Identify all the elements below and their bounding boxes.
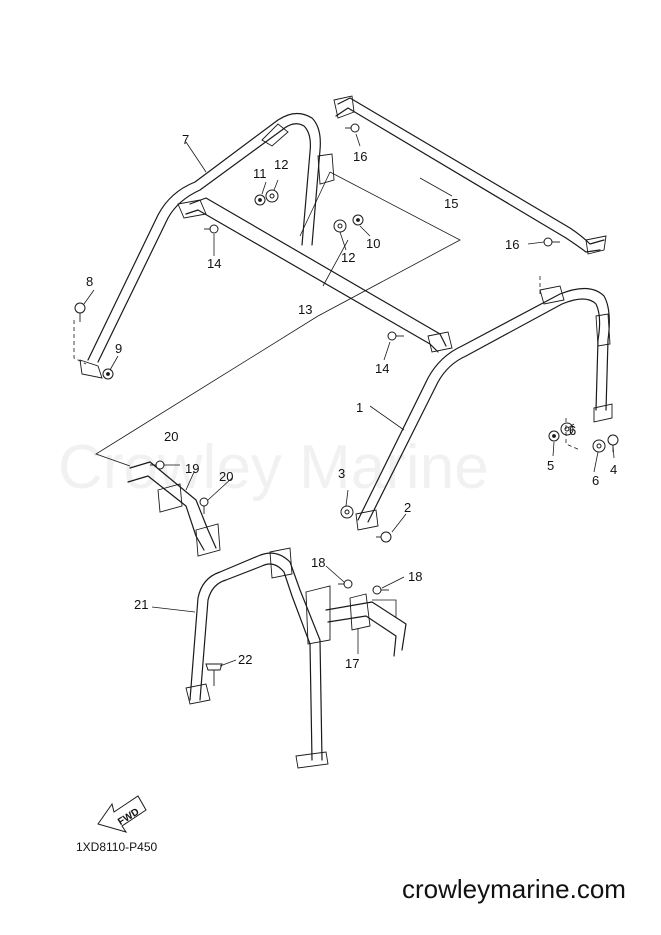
- part-15-right-upper-bar[interactable]: [317, 95, 607, 255]
- fastener-14-right[interactable]: [387, 331, 404, 341]
- fastener-11[interactable]: [254, 194, 266, 206]
- callout-14-left: 14: [207, 256, 221, 271]
- part-21-lower-hoop[interactable]: [185, 547, 331, 769]
- fastener-18-left[interactable]: [338, 579, 353, 589]
- callout-labels: 1 2 3 4 5 6 6 7 8 9 10 11 12 12 13 14 14…: [86, 132, 617, 671]
- part-17-side-bracket[interactable]: [325, 593, 407, 657]
- part-7-left-upper-bar[interactable]: [79, 112, 321, 379]
- callout-14-right: 14: [375, 361, 389, 376]
- callout-3: 3: [338, 466, 345, 481]
- callout-22: 22: [238, 652, 252, 667]
- washer-12-lower[interactable]: [333, 219, 347, 233]
- fwd-arrow-icon: FWD: [97, 795, 147, 833]
- fastener-2[interactable]: [376, 531, 392, 543]
- fastener-16-right[interactable]: [543, 237, 560, 247]
- fastener-22[interactable]: [205, 663, 223, 686]
- callout-4: 4: [610, 462, 617, 477]
- callout-18-right: 18: [408, 569, 422, 584]
- fastener-16-upper[interactable]: [345, 123, 360, 133]
- part-19-bracket[interactable]: [127, 461, 221, 557]
- callout-9: 9: [115, 341, 122, 356]
- callout-12-lower: 12: [341, 250, 355, 265]
- callout-15: 15: [444, 196, 458, 211]
- fastener-20-lower[interactable]: [199, 497, 209, 514]
- callout-13: 13: [298, 302, 312, 317]
- part-1-right-front-bar[interactable]: [355, 285, 613, 531]
- callout-5: 5: [547, 458, 554, 473]
- washer-3[interactable]: [340, 505, 354, 519]
- washer-12-upper[interactable]: [265, 189, 279, 203]
- callout-1: 1: [356, 400, 363, 415]
- fastener-18-right[interactable]: [372, 585, 389, 595]
- fastener-8[interactable]: [74, 302, 86, 322]
- callout-19: 19: [185, 461, 199, 476]
- fastener-9[interactable]: [102, 368, 114, 380]
- diagram-code: 1XD8110-P450: [76, 840, 157, 854]
- callout-6-lower: 6: [592, 473, 599, 488]
- callout-16-right: 16: [505, 237, 519, 252]
- fastener-14-left[interactable]: [204, 224, 219, 234]
- washer-6-lower[interactable]: [592, 439, 606, 453]
- callout-2: 2: [404, 500, 411, 515]
- part-13-cross-bar[interactable]: [177, 197, 453, 353]
- callout-17: 17: [345, 656, 359, 671]
- watermark-text: Crowley Marine: [58, 433, 489, 502]
- callout-10: 10: [366, 236, 380, 251]
- callout-16-upper: 16: [353, 149, 367, 164]
- callout-11: 11: [253, 166, 267, 181]
- leader-lines: [73, 133, 615, 667]
- callout-8: 8: [86, 274, 93, 289]
- callout-7: 7: [182, 132, 189, 147]
- fastener-5[interactable]: [548, 430, 560, 442]
- callout-20-upper: 20: [164, 429, 178, 444]
- callout-12-upper: 12: [274, 157, 288, 172]
- callout-18-left: 18: [311, 555, 325, 570]
- callout-21: 21: [134, 597, 148, 612]
- fastener-10[interactable]: [352, 214, 364, 226]
- callout-6-upper: 6: [569, 423, 576, 438]
- website-link[interactable]: crowleymarine.com: [402, 874, 626, 904]
- callout-20-lower: 20: [219, 469, 233, 484]
